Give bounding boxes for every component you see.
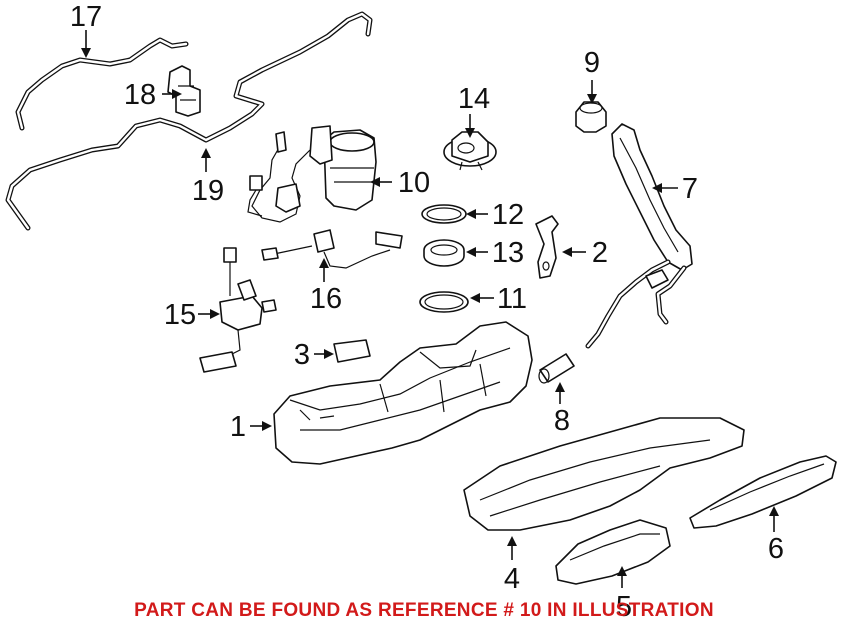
part-12-gasket xyxy=(421,204,467,224)
part-8-hose xyxy=(538,353,575,384)
callout-13: 13 xyxy=(492,237,524,269)
part-3-pad xyxy=(333,339,371,363)
callout-10: 10 xyxy=(398,167,430,199)
callout-9: 9 xyxy=(584,47,600,79)
part-6-underbody-shield xyxy=(689,455,837,529)
callout-16: 16 xyxy=(310,283,342,315)
callout-15: 15 xyxy=(164,299,196,331)
part-9-filler-cap xyxy=(575,101,607,133)
callout-1: 1 xyxy=(230,411,246,443)
callout-leaders xyxy=(81,30,779,588)
reference-note: PART CAN BE FOUND AS REFERENCE # 10 IN I… xyxy=(134,600,714,621)
callout-19: 19 xyxy=(192,175,224,207)
callout-14: 14 xyxy=(458,83,490,115)
part-17-fuel-line xyxy=(15,37,189,131)
part-13-seal-ring xyxy=(423,239,465,267)
part-10-fuel-pump xyxy=(247,125,377,223)
part-1-fuel-tank xyxy=(273,321,533,465)
callout-5: 5 xyxy=(616,591,632,623)
part-2-bracket xyxy=(535,215,559,279)
callout-7: 7 xyxy=(682,173,698,205)
callout-4: 4 xyxy=(504,563,520,595)
part-11-gasket xyxy=(419,291,469,313)
part-5-cover xyxy=(555,519,671,585)
callout-18: 18 xyxy=(124,79,156,111)
callout-2: 2 xyxy=(592,237,608,269)
callout-8: 8 xyxy=(554,405,570,437)
part-14-lock-ring xyxy=(443,131,497,171)
part-19-fuel-line xyxy=(5,11,373,231)
part-16-sending-unit xyxy=(261,229,403,269)
part-7-filler-neck xyxy=(585,123,693,349)
callout-12: 12 xyxy=(492,199,524,231)
part-15-sensor-module xyxy=(199,247,277,373)
callout-labels: 17 18 19 14 10 9 7 12 13 2 11 15 16 3 8 … xyxy=(70,1,784,623)
callout-11: 11 xyxy=(497,283,527,315)
callout-17: 17 xyxy=(70,1,102,33)
callout-6: 6 xyxy=(768,533,784,565)
part-4-heat-shield xyxy=(463,417,745,531)
callout-3: 3 xyxy=(294,339,310,371)
